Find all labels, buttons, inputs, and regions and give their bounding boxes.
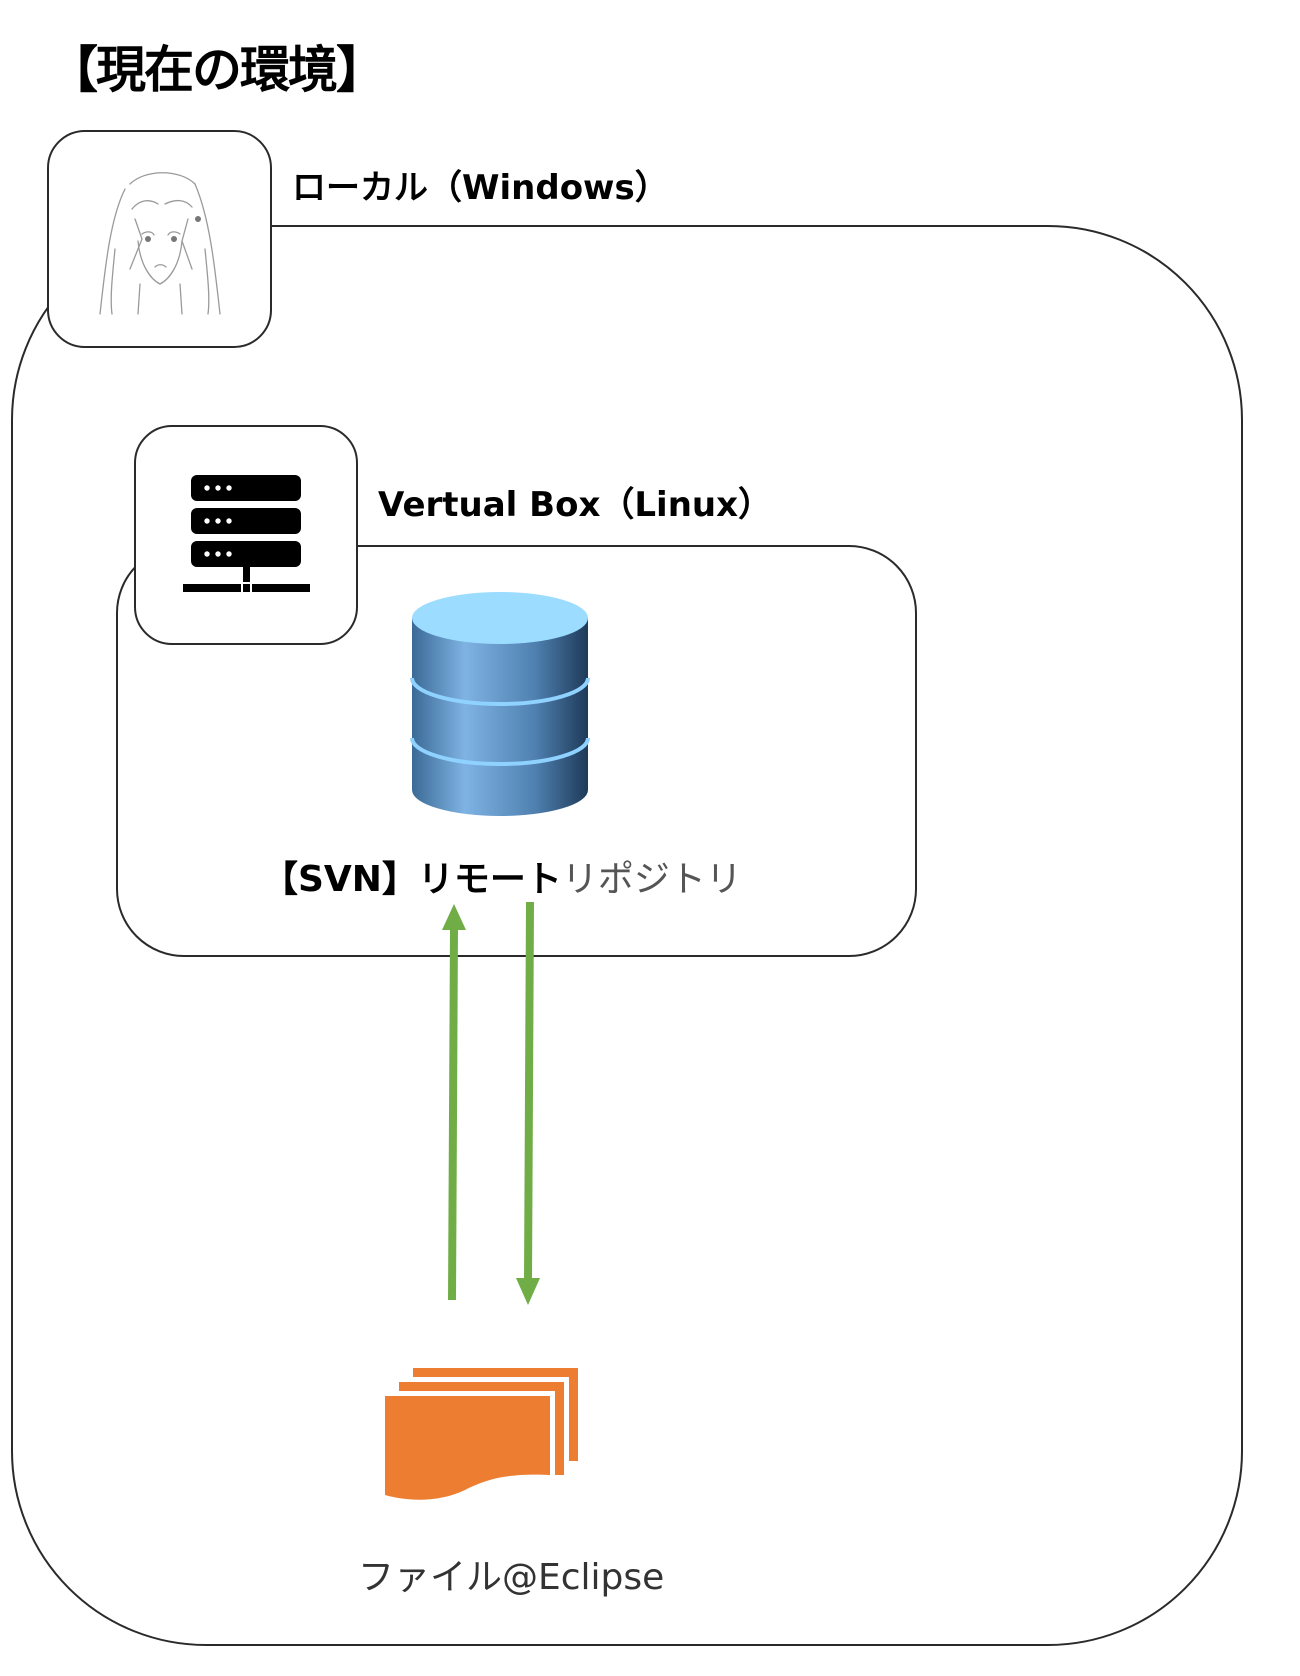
stacked-documents-icon	[385, 1368, 578, 1500]
update-arrow-down[interactable]	[516, 901, 540, 1305]
svn-remote-repository-label: 【SVN】リモートリポジトリ	[262, 850, 742, 902]
page-title: 【現在の環境】	[48, 41, 386, 99]
virtualbox-icon-box	[134, 425, 358, 645]
repository-database-icon[interactable]	[410, 590, 590, 820]
eclipse-files-label: ファイル@Eclipse	[358, 1557, 665, 1598]
database-icon	[410, 592, 590, 816]
commit-arrow-up[interactable]	[442, 904, 466, 1301]
eclipse-files-icon[interactable]	[385, 1365, 585, 1525]
svn-label-light: リポジトリ	[561, 859, 742, 900]
user-sketch-avatar-icon	[98, 172, 221, 315]
server-icon	[183, 475, 310, 592]
local-icon-box	[47, 130, 272, 348]
svn-label-bold: 【SVN】リモート	[262, 859, 562, 900]
local-windows-label: ローカル（Windows）	[292, 168, 669, 208]
virtualbox-linux-label: Vertual Box（Linux）	[378, 485, 773, 525]
sync-arrows	[442, 901, 540, 1305]
